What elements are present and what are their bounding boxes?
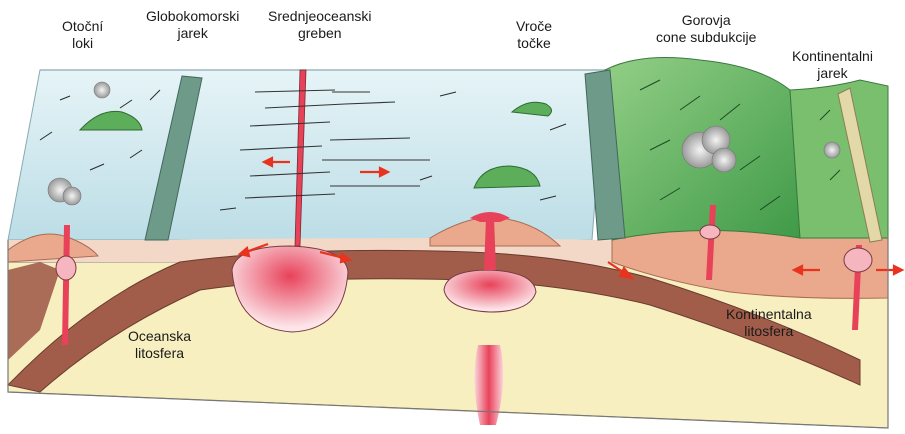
label-mid-ocean-ridge: Srednjeoceanski greben: [268, 8, 372, 42]
label-subduction-mountains: Gorovja cone subdukcije: [656, 12, 756, 46]
hotspot-stem: [484, 218, 496, 270]
label-continental-lithosphere: Kontinentalna litosfera: [726, 306, 812, 340]
label-island-arcs: Otoční loki: [62, 18, 103, 52]
arc-chamber: [56, 256, 76, 280]
hotspot-chamber: [444, 270, 536, 312]
subduction-chamber: [700, 225, 720, 239]
label-continental-trench: Kontinentalni jarek: [792, 48, 873, 82]
label-deep-sea-trench: Globokomorski jarek: [146, 8, 239, 42]
label-hot-spots: Vroče točke: [516, 18, 552, 52]
label-oceanic-lithosphere: Oceanska litosfera: [128, 328, 191, 362]
rift-chamber: [844, 248, 872, 272]
